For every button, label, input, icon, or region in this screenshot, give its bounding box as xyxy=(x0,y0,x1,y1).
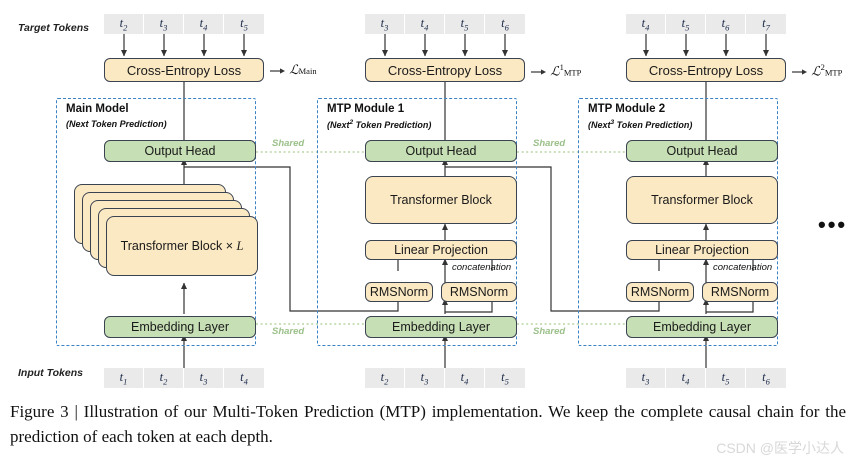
input-token: t4 xyxy=(666,368,706,388)
module-frame-mtp-module-1 xyxy=(317,98,517,346)
cross-entropy-loss-mtp2[interactable]: Cross-Entropy Loss xyxy=(626,58,786,82)
cross-entropy-loss-mtp1[interactable]: Cross-Entropy Loss xyxy=(365,58,525,82)
module-title-main: Main Model xyxy=(66,103,129,115)
figure-caption: Figure 3 | Illustration of our Multi-Tok… xyxy=(10,402,846,446)
target-token: t4 xyxy=(626,14,666,34)
watermark: CSDN @医学小达人 xyxy=(716,440,844,456)
module-frame-mtp-module-2 xyxy=(578,98,778,346)
input-token: t4 xyxy=(445,368,485,388)
input-token: t1 xyxy=(104,368,144,388)
arrow-icon xyxy=(792,69,807,75)
input-tokens-label: Input Tokens xyxy=(18,367,83,379)
target-token: t6 xyxy=(706,14,746,34)
output-head-mtp2[interactable]: Output Head xyxy=(626,140,778,162)
target-token: t3 xyxy=(365,14,405,34)
more-modules-ellipsis: ••• xyxy=(818,212,848,237)
concatenation-label-mtp2: concatenation xyxy=(713,262,773,273)
transformer-block-mtp1[interactable]: Transformer Block xyxy=(365,176,517,224)
shared-label-embedding-1: Shared xyxy=(272,326,305,337)
concatenation-label-mtp1: concatenation xyxy=(452,262,512,273)
module-subtitle-mtp1: (Next2 Token Prediction) xyxy=(327,119,432,130)
target-token: t4 xyxy=(405,14,445,34)
rmsnorm-right-mtp2[interactable]: RMSNorm xyxy=(702,282,778,302)
output-head-mtp1[interactable]: Output Head xyxy=(365,140,517,162)
target-token: t5 xyxy=(666,14,706,34)
transformer-block-main-label: Transformer Block × L xyxy=(120,238,244,253)
target-token: t2 xyxy=(104,14,144,34)
input-token: t2 xyxy=(144,368,184,388)
shared-label-embedding-2: Shared xyxy=(533,326,566,337)
module-subtitle-main: (Next Token Prediction) xyxy=(66,119,167,129)
figure-diagram: Target Tokens Input Tokens t2 t3 t4 t5 t… xyxy=(18,14,848,388)
target-token: t4 xyxy=(184,14,224,34)
input-token: t3 xyxy=(405,368,445,388)
target-tokens-label: Target Tokens xyxy=(18,22,89,34)
input-token: t3 xyxy=(184,368,224,388)
loss-symbol-mtp1: ℒ1MTP xyxy=(531,62,581,79)
input-token: t3 xyxy=(626,368,666,388)
module-title-mtp2: MTP Module 2 xyxy=(588,103,666,115)
embedding-layer-mtp2[interactable]: Embedding Layer xyxy=(626,316,778,338)
shared-label-output-head-1: Shared xyxy=(272,138,305,149)
module-subtitle-mtp2: (Next3 Token Prediction) xyxy=(588,119,693,130)
arrow-icon xyxy=(531,69,546,75)
module-title-mtp1: MTP Module 1 xyxy=(327,103,405,115)
transformer-block-main[interactable]: Transformer Block × L xyxy=(106,216,258,276)
arrow-icon xyxy=(270,68,285,74)
linear-projection-mtp1[interactable]: Linear Projection xyxy=(365,240,517,260)
target-token: t7 xyxy=(746,14,786,34)
rmsnorm-right-mtp1[interactable]: RMSNorm xyxy=(441,282,517,302)
rmsnorm-left-mtp1[interactable]: RMSNorm xyxy=(365,282,433,302)
output-head-main[interactable]: Output Head xyxy=(104,140,256,162)
target-token: t6 xyxy=(485,14,525,34)
input-token: t4 xyxy=(224,368,264,388)
target-token: t3 xyxy=(144,14,184,34)
rmsnorm-left-mtp2[interactable]: RMSNorm xyxy=(626,282,694,302)
loss-symbol-main: ℒMain xyxy=(270,62,317,78)
linear-projection-mtp2[interactable]: Linear Projection xyxy=(626,240,778,260)
input-token: t6 xyxy=(746,368,786,388)
cross-entropy-loss-main[interactable]: Cross-Entropy Loss xyxy=(104,58,264,82)
transformer-block-mtp2[interactable]: Transformer Block xyxy=(626,176,778,224)
input-token: t5 xyxy=(706,368,746,388)
target-token: t5 xyxy=(445,14,485,34)
loss-symbol-mtp2: ℒ2MTP xyxy=(792,62,842,79)
embedding-layer-mtp1[interactable]: Embedding Layer xyxy=(365,316,517,338)
embedding-layer-main[interactable]: Embedding Layer xyxy=(104,316,256,338)
input-token: t5 xyxy=(485,368,525,388)
target-token: t5 xyxy=(224,14,264,34)
shared-label-output-head-2: Shared xyxy=(533,138,566,149)
input-token: t2 xyxy=(365,368,405,388)
